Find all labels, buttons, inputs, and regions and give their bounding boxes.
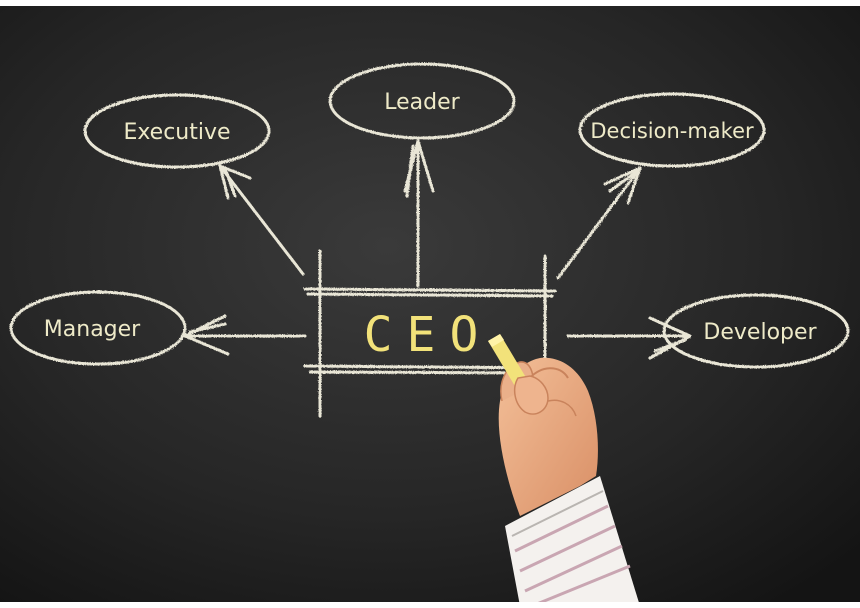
chalkboard-background xyxy=(0,6,860,606)
arrow-to-executive xyxy=(218,164,305,276)
label-developer: Developer xyxy=(703,320,817,345)
ellipse-manager xyxy=(9,290,187,366)
label-ceo: CEO xyxy=(364,307,493,363)
arrow-to-decision-maker xyxy=(556,166,642,280)
label-executive: Executive xyxy=(123,120,230,145)
chalkboard-photo: Executive Leader Decision-maker Manager … xyxy=(0,6,860,606)
arrow-to-developer xyxy=(566,316,692,360)
shirt-sleeve xyxy=(505,476,640,606)
photo-edge xyxy=(0,602,860,606)
label-leader: Leader xyxy=(384,90,460,115)
chalkboard-scene: Executive Leader Decision-maker Manager … xyxy=(0,6,860,606)
arrow-to-manager xyxy=(183,314,307,356)
ellipse-developer xyxy=(662,293,850,369)
arrow-to-leader xyxy=(403,139,435,288)
ellipse-executive xyxy=(83,93,271,169)
hand-with-chalk xyxy=(488,334,640,606)
ellipse-decision-maker xyxy=(578,92,766,168)
ellipse-leader xyxy=(328,62,516,140)
label-manager: Manager xyxy=(44,317,141,342)
label-decision-maker: Decision-maker xyxy=(590,119,754,143)
